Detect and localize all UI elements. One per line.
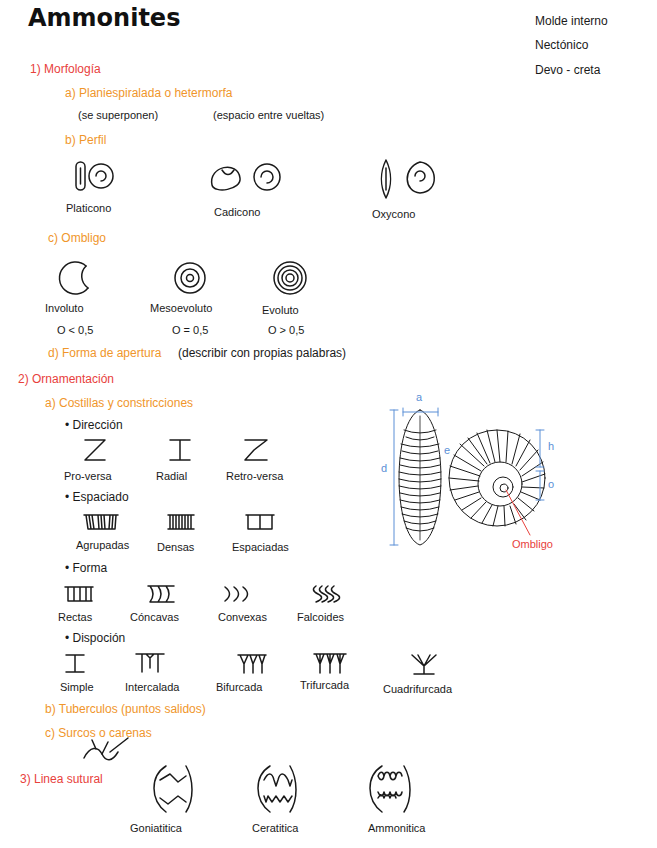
groove-keel-icon — [84, 738, 128, 760]
note-label: Densas — [157, 541, 194, 554]
note-label: Cóncavas — [130, 611, 179, 624]
note-label: Intercalada — [125, 681, 179, 694]
note-label: 1) Morfología — [30, 62, 101, 76]
cadicono-icon — [212, 164, 280, 190]
note-label: • Espaciado — [65, 490, 129, 504]
rib-direction-icons — [85, 440, 267, 460]
note-label: a) Costillas y constricciones — [45, 396, 193, 410]
note-label: Devo - creta — [535, 63, 600, 77]
note-label: a — [416, 391, 422, 404]
note-label: O > 0,5 — [268, 324, 304, 337]
note-label: Nectónico — [535, 38, 588, 52]
ceratitic-suture-icon — [258, 766, 296, 812]
note-label: Oxycono — [372, 208, 415, 221]
note-label: a) Planiespiralada o hetermorfa — [65, 86, 232, 100]
note-label: Cuadrifurcada — [383, 683, 452, 696]
note-label: Evoluto — [262, 304, 299, 317]
note-label: c) Surcos o carenas — [45, 726, 152, 740]
note-label: Espaciadas — [232, 541, 289, 554]
note-label: Ombligo — [512, 538, 553, 551]
rib-spacing-icons — [84, 515, 274, 529]
note-label: Bifurcada — [216, 681, 262, 694]
rib-arrangement-icons — [66, 654, 436, 674]
note-label: Trifurcada — [300, 679, 349, 692]
dimension-lines — [390, 408, 544, 545]
note-label: Goniatitica — [130, 822, 182, 835]
note-label: (espacio entre vueltas) — [213, 109, 324, 122]
note-label: Radial — [156, 470, 187, 483]
note-label: d — [381, 462, 387, 475]
note-label: Molde interno — [535, 14, 608, 28]
goniatitic-suture-icon — [154, 766, 192, 812]
oxycono-icon — [382, 160, 435, 198]
note-label: • Dispoción — [65, 631, 125, 645]
note-label: O = 0,5 — [172, 324, 208, 337]
page-title: Ammonites — [28, 4, 180, 32]
ammonite-coil-drawing — [449, 430, 545, 526]
note-label: c) Ombligo — [48, 231, 106, 245]
note-label: Ammonitica — [368, 822, 425, 835]
note-label: Agrupadas — [76, 539, 129, 552]
note-label: Pro-versa — [64, 470, 112, 483]
note-label: Retro-versa — [226, 470, 283, 483]
note-label: (describir con propias palabras) — [178, 346, 346, 360]
note-label: Rectas — [58, 611, 92, 624]
note-label: b) Perfil — [65, 133, 106, 147]
note-label: Simple — [60, 681, 94, 694]
note-label: • Dirección — [65, 418, 123, 432]
note-label: Cadicono — [214, 206, 260, 219]
note-label: 3) Linea sutural — [20, 772, 103, 786]
note-label: Mesoevoluto — [150, 302, 212, 315]
note-label: Involuto — [45, 302, 84, 315]
ammonite-section-drawing — [399, 410, 441, 545]
platicono-icon — [76, 162, 113, 190]
note-label: Ceratitica — [252, 822, 298, 835]
mesoevoluto-icon — [175, 263, 205, 293]
ammonitic-suture-icon — [370, 766, 410, 812]
note-label: O < 0,5 — [57, 324, 93, 337]
note-label: e — [444, 444, 450, 457]
note-label: h — [548, 440, 554, 453]
note-label: d) Forma de apertura — [48, 346, 161, 360]
ombligo-leader — [506, 490, 530, 535]
note-label: Falcoides — [297, 611, 344, 624]
note-label: Platicono — [66, 202, 111, 215]
note-label: b) Tuberculos (puntos salidos) — [45, 702, 206, 716]
note-label: o — [548, 478, 554, 491]
rib-shape-icons — [65, 586, 340, 602]
note-label: (se superponen) — [78, 109, 158, 122]
note-label: Convexas — [218, 611, 267, 624]
involuto-icon — [59, 262, 88, 294]
note-label: 2) Ornamentación — [18, 372, 114, 386]
note-label: • Forma — [65, 561, 107, 575]
evoluto-icon — [274, 262, 306, 294]
